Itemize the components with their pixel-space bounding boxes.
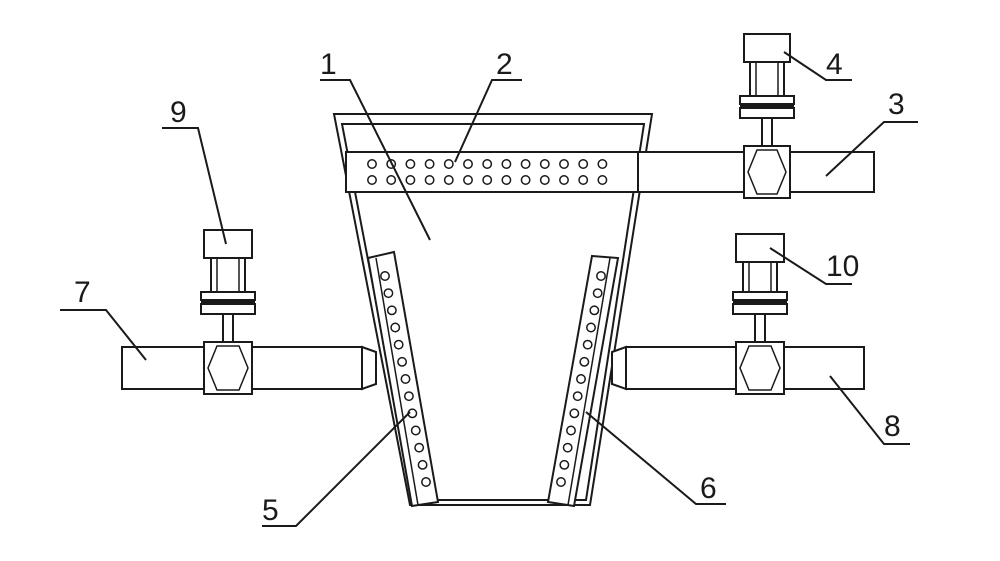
label-9: 9 (170, 96, 187, 129)
label-6: 6 (700, 472, 717, 505)
spray-hole (417, 459, 428, 470)
spray-hole (562, 442, 573, 453)
label-7: 7 (74, 276, 91, 309)
spray-hole (400, 374, 411, 384)
top-actuator (739, 33, 795, 146)
spray-hole (579, 356, 590, 367)
label-1: 1 (320, 48, 337, 81)
label-3: 3 (888, 88, 905, 121)
spray-hole (559, 459, 570, 470)
spray-hole (569, 408, 580, 419)
spray-hole (482, 175, 493, 185)
left-valve (203, 341, 253, 395)
spray-hole (367, 175, 377, 185)
spray-hole (596, 271, 606, 281)
right-spray-holes (556, 271, 606, 487)
spray-hole (520, 159, 531, 169)
spray-hole (597, 175, 608, 185)
spray-hole (539, 159, 550, 169)
label-10: 10 (826, 250, 859, 283)
spray-hole (501, 175, 512, 185)
spray-hole (397, 356, 408, 367)
spray-hole (572, 391, 583, 402)
spray-hole (592, 288, 603, 299)
spray-hole (582, 339, 593, 350)
leader-lines (60, 51, 918, 527)
spray-hole (539, 175, 550, 185)
left-spray-bar (366, 250, 440, 508)
spray-hole (393, 339, 404, 350)
spray-hole (578, 159, 589, 169)
callout-labels: 1 2 3 4 5 6 7 8 9 10 (74, 48, 905, 527)
spray-hole (501, 159, 512, 169)
spray-hole (405, 159, 416, 169)
label-4: 4 (826, 48, 843, 81)
spray-hole (390, 322, 401, 333)
spray-hole (386, 175, 397, 185)
spray-hole (482, 159, 493, 169)
spray-hole (566, 425, 576, 436)
spray-hole (367, 159, 377, 169)
right-actuator (732, 233, 788, 342)
spray-hole (424, 159, 435, 169)
spray-hole (556, 477, 566, 487)
spray-hole (597, 159, 608, 169)
spray-hole (578, 175, 589, 185)
left-spray-holes (380, 271, 431, 487)
spray-hole (410, 425, 421, 436)
spray-hole (421, 477, 431, 487)
spray-hole (443, 175, 454, 185)
spray-hole (383, 288, 394, 299)
top-valve (743, 145, 791, 199)
right-spray-bar (546, 254, 620, 508)
spray-hole (380, 271, 390, 281)
spray-hole (559, 175, 569, 185)
right-valve (735, 341, 785, 395)
left-actuator (200, 229, 256, 342)
spray-hole (403, 391, 414, 402)
label-2: 2 (496, 48, 513, 81)
label-5: 5 (262, 494, 279, 527)
spray-hole (463, 159, 473, 169)
spray-hole (559, 159, 569, 169)
spray-hole (586, 322, 596, 333)
label-8: 8 (884, 410, 901, 443)
spray-hole (405, 175, 416, 185)
spray-hole (424, 175, 435, 185)
spray-hole (386, 305, 397, 316)
spray-hole (463, 175, 473, 185)
spray-hole (589, 305, 600, 316)
spray-hole (520, 175, 531, 185)
spray-hole (443, 159, 454, 169)
spray-hole (576, 374, 586, 384)
spray-hole (414, 442, 425, 453)
